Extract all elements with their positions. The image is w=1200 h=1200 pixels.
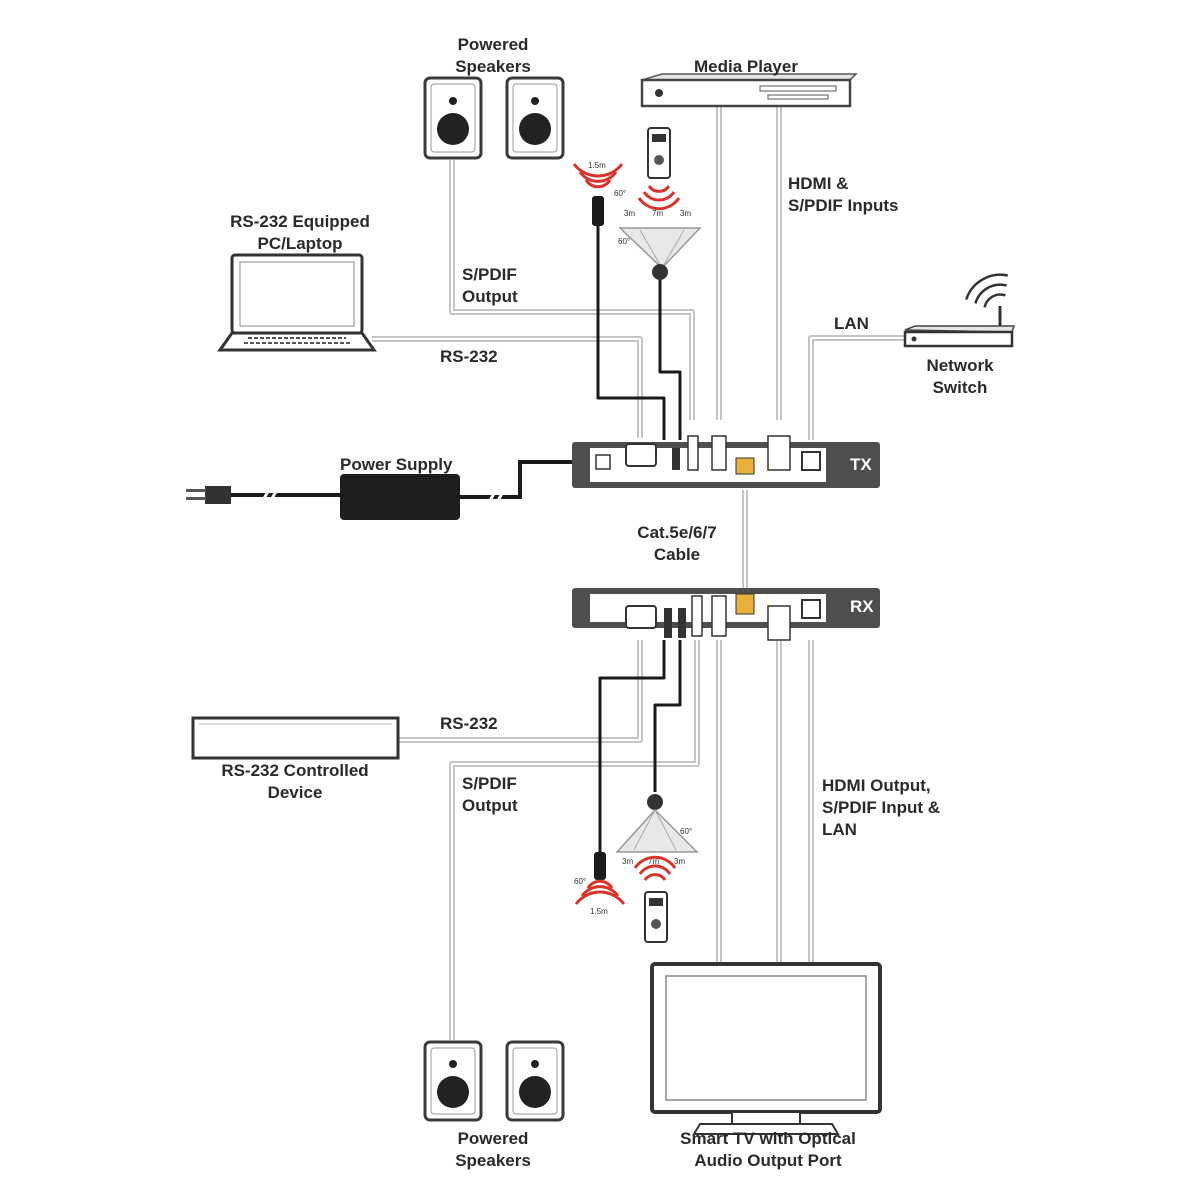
ir-remote-bottom [633, 855, 677, 943]
smart-tv [650, 962, 882, 1135]
label-rs232-controlled-device: RS-232 Controlled Device [221, 761, 369, 802]
svg-text:60°: 60° [680, 827, 692, 836]
label-rx: RX [850, 597, 874, 616]
svg-text:60°: 60° [614, 189, 626, 198]
svg-text:7m: 7m [652, 209, 663, 218]
label-hdmi-spdif-inputs: HDMI & S/PDIF Inputs [788, 174, 899, 215]
svg-text:7m: 7m [648, 857, 659, 866]
ir-blaster-bottom: 60° 3m 7m 3m [615, 794, 699, 866]
svg-text:3m: 3m [680, 209, 691, 218]
svg-text:60°: 60° [574, 877, 586, 886]
rs232-controlled-device [191, 716, 400, 760]
label-cat-cable: Cat.5e/6/7 Cable [637, 523, 717, 564]
label-network-switch: Network Switch [926, 356, 994, 397]
powered-speakers-bottom [423, 1040, 565, 1122]
label-rs232-pc-laptop: RS-232 Equipped PC/Laptop [230, 212, 370, 253]
svg-text:1.5m: 1.5m [588, 161, 606, 170]
powered-speakers-top [423, 76, 565, 160]
svg-text:60°: 60° [618, 237, 630, 246]
label-rs232-bottom: RS-232 [440, 714, 498, 733]
svg-text:3m: 3m [674, 857, 685, 866]
laptop [217, 253, 377, 352]
label-tx: TX [850, 455, 872, 474]
network-switch [903, 273, 1016, 348]
label-spdif-output-bottom: S/PDIF Output [462, 774, 518, 815]
label-powered-speakers-bottom: Powered Speakers [455, 1129, 531, 1170]
ir-eye-cable-top [596, 225, 666, 440]
ir-blaster-cable-top [658, 280, 682, 440]
ir-blaster-cable-bottom [653, 640, 682, 792]
ir-eye-cable-bottom [598, 640, 666, 855]
rx-unit [572, 588, 880, 641]
label-rs232-top: RS-232 [440, 347, 498, 366]
label-hdmi-output-spdif-input-lan: HDMI Output, S/PDIF Input & LAN [822, 776, 941, 839]
label-media-player: Media Player [694, 57, 798, 76]
svg-text:3m: 3m [624, 209, 635, 218]
label-power-supply: Power Supply [340, 455, 453, 474]
svg-text:1.5m: 1.5m [590, 907, 608, 916]
ir-remote-top [637, 127, 681, 211]
ir-cables [596, 225, 682, 855]
ir-receiver-top: 1.5m 60° [572, 161, 626, 226]
ir-blaster-top: 3m 7m 3m 60° [618, 209, 702, 280]
svg-text:3m: 3m [622, 857, 633, 866]
tx-unit [572, 435, 880, 488]
media-player [640, 73, 858, 108]
label-smart-tv: Smart TV with Optical Audio Output Port [680, 1129, 856, 1170]
label-powered-speakers-top: Powered Speakers [455, 35, 531, 76]
label-lan: LAN [834, 314, 869, 333]
lan-cable-top [808, 335, 905, 440]
ir-receiver-bottom: 60° 1.5m [574, 852, 626, 916]
label-spdif-output-top: S/PDIF Output [462, 265, 518, 306]
